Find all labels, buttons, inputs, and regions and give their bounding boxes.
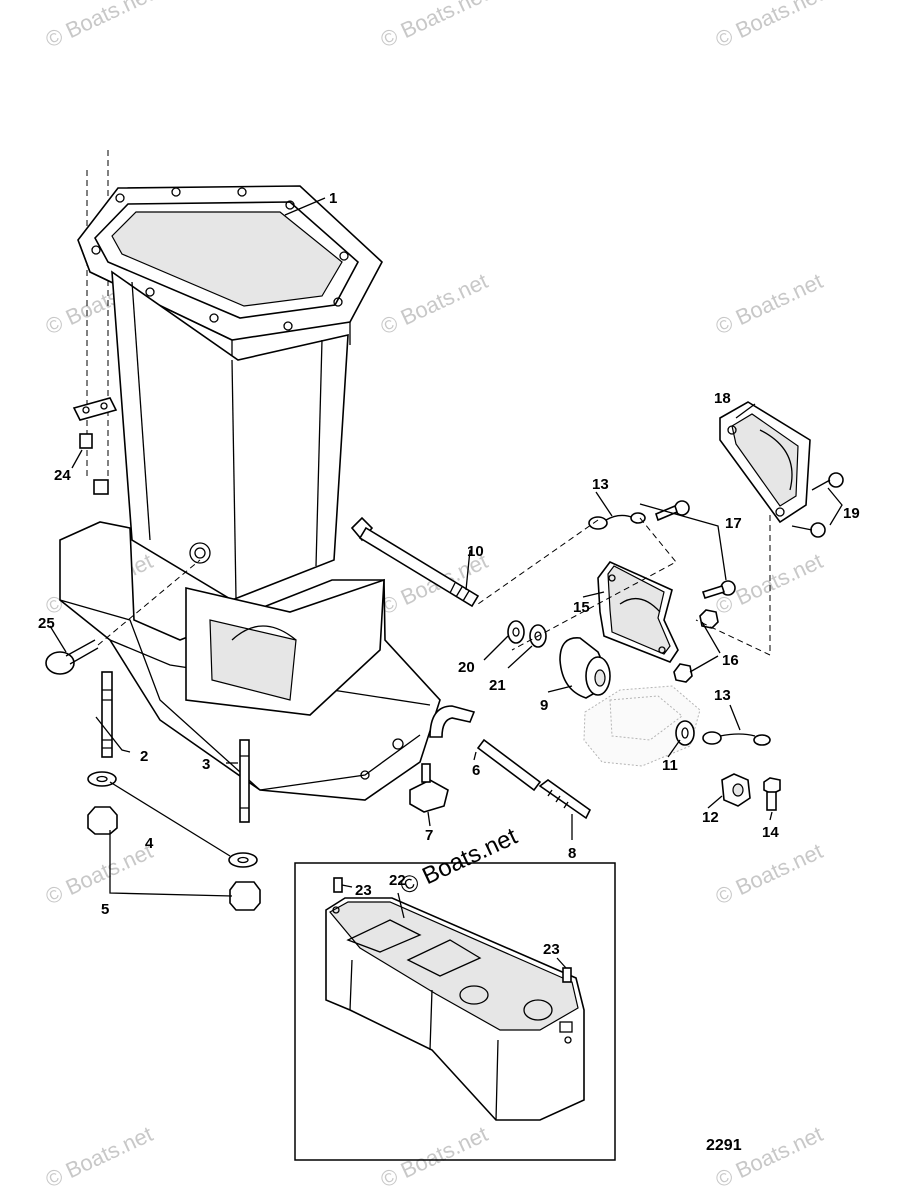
- stud-part-3: [239, 739, 250, 823]
- strap-part-24: [72, 397, 118, 495]
- ground-strap-13a: [588, 512, 646, 530]
- callout-20: 20: [458, 659, 475, 676]
- flange-holes: [91, 187, 349, 331]
- callout-25: 25: [38, 615, 55, 632]
- callout-9: 9: [540, 697, 548, 714]
- watermark: © Boats.net: [377, 1121, 492, 1192]
- bracket-part-15: [597, 561, 679, 663]
- callout-6: 6: [472, 762, 480, 779]
- callout-12: 12: [702, 809, 719, 826]
- callout-2: 2: [140, 748, 148, 765]
- callout-7: 7: [425, 827, 433, 844]
- callout-18: 18: [714, 390, 731, 407]
- callout-14: 14: [762, 824, 779, 841]
- watermark: © Boats.net: [712, 838, 827, 909]
- screws-part-19: [791, 472, 844, 538]
- callout-23a: 23: [355, 882, 372, 899]
- callout-5: 5: [101, 901, 109, 918]
- callout-labels: 1 2 3 4 5 6 7 8 9 10 11 12 13 13 14 15 1…: [38, 190, 860, 1154]
- bolts-part-17: [655, 500, 736, 599]
- callout-13b: 13: [714, 687, 731, 704]
- callout-15: 15: [573, 599, 590, 616]
- ground-strap-13b: [702, 731, 771, 746]
- callout-13a: 13: [592, 476, 609, 493]
- callout-11: 11: [662, 757, 678, 774]
- washer-part-11: [675, 720, 695, 746]
- callout-22: 22: [389, 872, 406, 889]
- callout-17: 17: [725, 515, 742, 532]
- watermark: © Boats.net: [377, 268, 492, 339]
- screw-part-25: [45, 559, 201, 675]
- callout-8: 8: [568, 845, 576, 862]
- diagram-number: 2291: [706, 1137, 742, 1154]
- watermark: © Boats.net: [42, 1121, 157, 1192]
- watermark: © Boats.net: [42, 838, 157, 909]
- drive-shaft-housing: [59, 150, 441, 801]
- bolt-part-10: [350, 516, 480, 608]
- leader-lines: [49, 197, 843, 897]
- rubber-mount-part-9: [559, 637, 611, 699]
- watermark: © Boats.net: [377, 0, 492, 53]
- bolt-part-14: [763, 777, 781, 811]
- ghost-adapter: [583, 685, 701, 767]
- inset-box: [294, 862, 616, 1161]
- watermark: © Boats.net: [712, 0, 827, 53]
- fitting-part-7: [409, 763, 449, 813]
- stud-part-2: [101, 671, 113, 758]
- callout-24: 24: [54, 467, 71, 484]
- watermark: © Boats.net: [42, 0, 157, 53]
- callout-23b: 23: [543, 941, 560, 958]
- watermark: © Boats.net: [712, 1121, 827, 1192]
- cover-part-18: [719, 401, 811, 524]
- callout-4: 4: [145, 835, 154, 852]
- washers-20-21: [507, 620, 547, 648]
- callout-19: 19: [843, 505, 860, 522]
- hose-part-6: [429, 705, 542, 792]
- callout-16: 16: [722, 652, 739, 669]
- washers-nuts: [87, 771, 261, 911]
- callout-1: 1: [329, 190, 337, 207]
- assembly-lines: [477, 515, 771, 656]
- nut-part-12: [721, 773, 751, 807]
- callout-3: 3: [202, 756, 210, 773]
- nuts-part-16: [673, 609, 719, 683]
- callout-21: 21: [489, 677, 506, 694]
- fitting-part-8: [538, 779, 592, 820]
- callout-10: 10: [467, 543, 484, 560]
- watermark: © Boats.net: [712, 268, 827, 339]
- watermark-bold: © Boats.net: [396, 823, 522, 901]
